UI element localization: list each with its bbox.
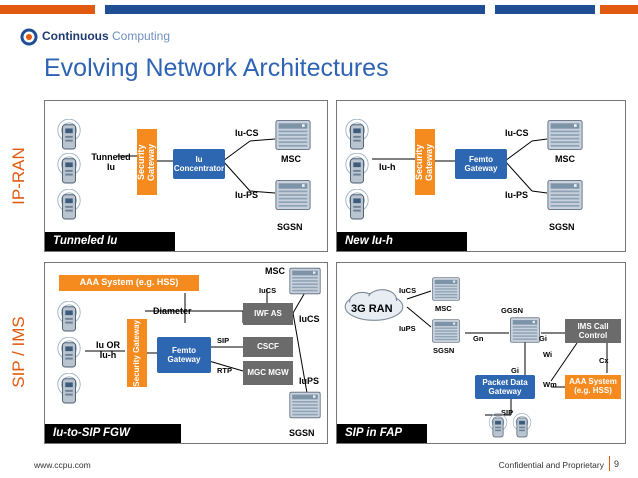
top-accent-bar (495, 5, 595, 14)
page-title: Evolving Network Architectures (44, 54, 389, 82)
cx-label: Cx (599, 356, 609, 365)
femto-access-point-icon (343, 189, 371, 221)
footer-divider (609, 456, 610, 471)
sip-label: SIP (501, 408, 514, 417)
footer-notice: Confidential and Proprietary (498, 460, 604, 470)
side-label-text: IP-RAN (9, 147, 28, 205)
sgsn-server-icon (289, 391, 321, 419)
diameter-label: Diameter (153, 306, 192, 316)
logo-brand-bold: Continuous (42, 29, 109, 43)
panel-new-iu-h: Iu-h Security Gateway Femto Gateway Iu-C… (336, 100, 626, 252)
sgsn-server-icon (275, 179, 311, 211)
security-gateway-label: Security Gateway (131, 319, 141, 387)
gn-label: Gn (473, 334, 484, 343)
ims-call-control-node: IMS Call Control (565, 319, 621, 343)
packet-data-gateway-node: Packet Data Gateway (475, 375, 535, 399)
iu-h-label: Iu-h (379, 162, 396, 172)
msc-label: MSC (281, 154, 301, 164)
iu-or-iu-h-label: Iu OR Iu-h (96, 340, 120, 360)
panel-caption: Tunneled Iu (45, 232, 175, 251)
security-gateway-label: Security Gateway (414, 143, 434, 181)
sgsn-label: SGSN (433, 346, 455, 355)
panel-caption: Iu-to-SIP FGW (45, 424, 181, 443)
footer-url: www.ccpu.com (34, 460, 91, 470)
tunneled-iu-text: Tunneled Iu (91, 152, 131, 172)
panel-connections (117, 138, 276, 194)
femto-access-point-icon (55, 301, 83, 333)
aaa-system-node: AAA System (e.g. HSS) (565, 375, 621, 399)
panel-caption: New Iu-h (337, 232, 467, 251)
iucs-label: IuCS (299, 314, 320, 324)
panel-connections (406, 290, 608, 416)
femto-access-point-icon (55, 373, 83, 405)
sgsn-label: SGSN (289, 428, 315, 438)
msc-server-icon (275, 119, 311, 151)
wm-label: Wm (543, 380, 557, 389)
panel-caption: SIP in FAP (337, 424, 427, 443)
iu-ps-label: Iu-PS (235, 190, 259, 200)
company-logo: Continuous Computing (20, 26, 170, 48)
sip-label: SIP (217, 336, 230, 345)
iups-label: IuPS (299, 376, 320, 386)
iucs-label: IuCS (399, 286, 417, 295)
panel-connections (85, 288, 308, 394)
msc-label: MSC (555, 154, 575, 164)
iwf-as-node: IWF AS (243, 303, 293, 325)
sgsn-label: SGSN (549, 222, 575, 232)
sgsn-server-icon (431, 319, 461, 343)
side-label-sip-ims: SIP / IMS (4, 262, 34, 442)
ggsn-label: GGSN (501, 306, 524, 315)
security-gateway-node: Security Gateway (136, 129, 157, 195)
panel-sip-in-fap: 3G RAN IuCS IuPS MSC SGSN Gn GGSN Gi Gi … (336, 262, 626, 444)
panel-connections (372, 138, 548, 194)
iucs-small-label: IuCS (259, 286, 277, 295)
side-label-text: SIP / IMS (9, 316, 28, 388)
msc-label: MSC (435, 304, 452, 313)
security-gateway-node: Security Gateway (127, 319, 147, 387)
security-gateway-label: Security Gateway (136, 143, 156, 181)
iups-label: IuPS (399, 324, 416, 333)
gi-top-label: Gi (539, 334, 547, 343)
logo-brand-light: Computing (112, 29, 171, 43)
femto-access-point-icon (343, 153, 371, 185)
ggsn-server-icon (509, 317, 541, 343)
femto-access-point-icon (55, 189, 83, 221)
msc-server-icon (431, 277, 461, 301)
panel-iu-to-sip-fgw: AAA System (e.g. HSS) Diameter Iu OR Iu-… (44, 262, 328, 444)
msc-server-icon (547, 119, 583, 151)
femto-access-point-icon (487, 413, 509, 439)
side-label-ip-ran: IP-RAN (4, 100, 34, 252)
femto-access-point-icon (55, 119, 83, 151)
3g-ran-label: 3G RAN (351, 303, 393, 315)
gi-mid-label: Gi (511, 366, 519, 375)
page-number: 9 (614, 459, 620, 469)
iu-cs-label: Iu-CS (235, 128, 259, 138)
femto-gateway-node: Femto Gateway (157, 337, 211, 373)
security-gateway-node: Security Gateway (414, 129, 435, 195)
femto-access-point-icon (511, 413, 533, 439)
iu-ps-label: Iu-PS (505, 190, 529, 200)
iu-concentrator-node: Iu Concentrator (173, 149, 225, 179)
logo-mark-icon (20, 28, 38, 46)
sgsn-server-icon (547, 179, 583, 211)
femto-access-point-icon (343, 119, 371, 151)
rtp-label: RTP (217, 366, 232, 375)
top-accent-bar (0, 5, 95, 14)
iu-cs-label: Iu-CS (505, 128, 529, 138)
top-accent-bar (600, 5, 638, 14)
panel-tunneled-iu: Tunneled Iu Security Gateway Iu Concentr… (44, 100, 328, 252)
femto-access-point-icon (55, 153, 83, 185)
top-accent-bar (105, 5, 485, 14)
msc-label: MSC (265, 266, 285, 276)
aaa-system-node: AAA System (e.g. HSS) (59, 275, 199, 291)
femto-access-point-icon (55, 337, 83, 369)
femto-gateway-node: Femto Gateway (455, 149, 507, 179)
cscf-node: CSCF (243, 337, 293, 357)
mgc-mgw-node: MGC MGW (243, 361, 293, 385)
sgsn-label: SGSN (277, 222, 303, 232)
msc-server-icon (289, 267, 321, 295)
wi-label: Wi (543, 350, 553, 359)
